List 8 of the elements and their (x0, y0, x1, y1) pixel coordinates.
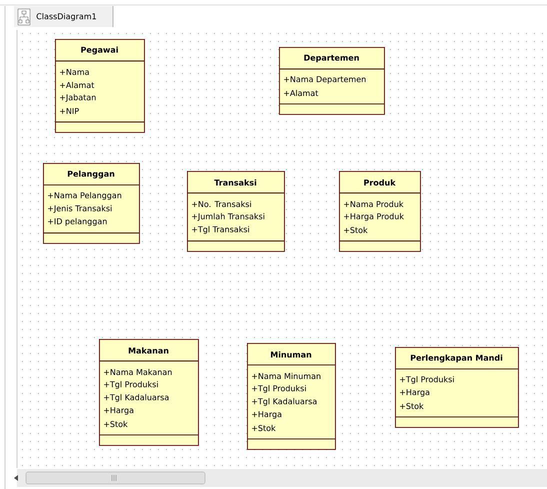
class-box: Produk +Nama Produk +Harga Produk +Stok (338, 170, 421, 252)
class-box: Perlengkapan Mandi +Tgl Produksi +Harga +Stok (394, 347, 519, 428)
class-box: Makanan +Nama Makanan +Tgl Produksi +Tgl Kadaluarsa +Harga +Stok (98, 338, 199, 446)
class-box: Transaksi +No. Transaksi +Jumlah Transaksi +Tgl Transaksi (186, 170, 285, 252)
class-box: Departemen +Nama Departemen +Alamat (278, 46, 385, 115)
class-box: Pelanggan +Nama Pelanggan +Jenis Transaksi +ID pelanggan (42, 163, 140, 244)
class-box: Minuman +Nama Minuman +Tgl Produksi +Tgl Kadaluarsa +Harga +Stok (246, 342, 336, 450)
class-box: Pegawai +Nama +Alamat +Jabatan +NIP (54, 38, 145, 133)
